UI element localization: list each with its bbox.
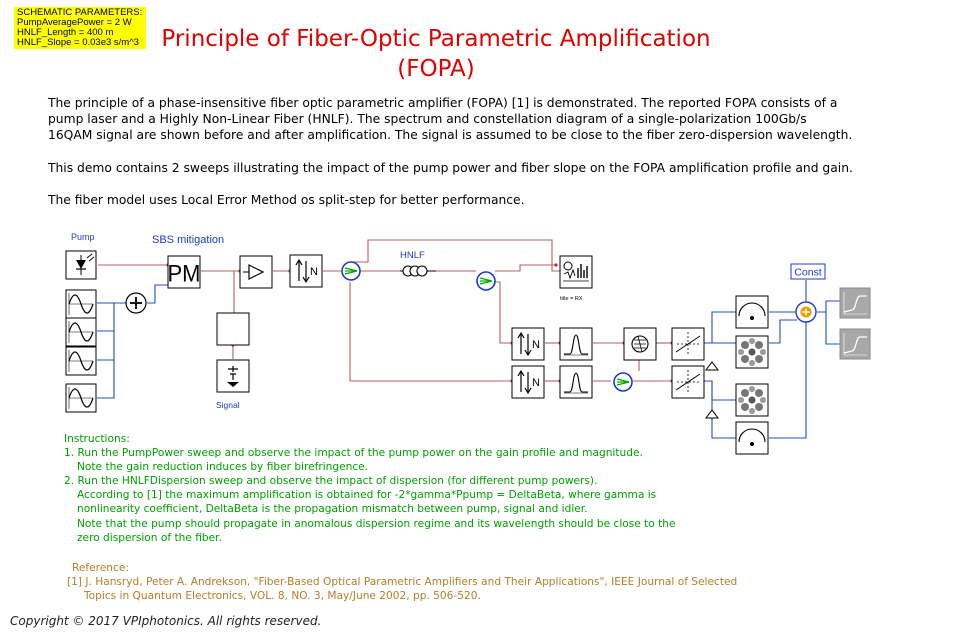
constellation-block-1[interactable] bbox=[735, 335, 769, 369]
eye-scope-1[interactable] bbox=[735, 295, 769, 329]
spectrum-analyzer-2[interactable] bbox=[559, 365, 593, 399]
optical-filter-3[interactable]: N bbox=[511, 365, 545, 399]
ground-triangle-1 bbox=[705, 361, 719, 371]
instructions-line: nonlinearity coefficient, DeltaBeta is t… bbox=[77, 503, 588, 516]
instructions-line: Note that the pump should propagate in a… bbox=[77, 517, 676, 530]
filter-n-text: N bbox=[532, 377, 540, 389]
reference-block: Reference: [1] J. Hansryd, Peter A. Andr… bbox=[67, 561, 737, 603]
description-line: The principle of a phase-insensitive fib… bbox=[48, 96, 838, 110]
pm-text: PM bbox=[168, 259, 201, 286]
description-line: pump laser and a Highly Non-Linear Fiber… bbox=[48, 112, 807, 126]
rf-adder[interactable] bbox=[125, 292, 147, 314]
signal-transmitter-block[interactable] bbox=[216, 359, 250, 393]
ground-triangle-2 bbox=[705, 409, 719, 419]
hnlf-fiber-block[interactable] bbox=[400, 265, 436, 277]
constellation-block-2[interactable] bbox=[735, 383, 769, 417]
spectrum-analyzer-1[interactable] bbox=[559, 327, 593, 361]
description-line: 16QAM signal are shown before and after … bbox=[48, 128, 853, 142]
description-paragraph-3: The fiber model uses Local Error Method … bbox=[48, 193, 525, 207]
reference-heading: Reference: bbox=[72, 562, 129, 574]
pump-label: Pump bbox=[71, 232, 95, 242]
phase-modulator-block[interactable]: PM bbox=[167, 255, 201, 289]
description-paragraph-1: The principle of a phase-insensitive fib… bbox=[48, 95, 852, 143]
coupler-1[interactable] bbox=[341, 261, 361, 281]
output-adder[interactable] bbox=[795, 301, 817, 323]
decision-block-2[interactable] bbox=[671, 365, 705, 399]
sbs-mitigation-label: SBS mitigation bbox=[152, 234, 224, 246]
copyright-notice: Copyright © 2017 VPIphotonics. All right… bbox=[10, 614, 322, 628]
gain-plot-1[interactable] bbox=[839, 287, 871, 319]
instructions-line: According to [1] the maximum amplificati… bbox=[77, 489, 657, 502]
coherent-receiver-block[interactable] bbox=[623, 327, 657, 361]
gain-plot-2[interactable] bbox=[839, 328, 871, 360]
title-line-1: Principle of Fiber-Optic Parametric Ampl… bbox=[161, 26, 711, 52]
scope-caption: title = RX bbox=[560, 296, 583, 302]
param-hnlf-slope: HNLF_Slope = 0.03e3 s/m^3 bbox=[17, 37, 139, 48]
reference-line: Topics in Quantum Electronics, VOL. 8, N… bbox=[84, 590, 481, 603]
instructions-line: 2. Run the HNLFDispersion sweep and obse… bbox=[64, 475, 598, 488]
instructions-line: Instructions: bbox=[64, 433, 130, 445]
description-paragraph-2: This demo contains 2 sweeps illustrating… bbox=[48, 161, 853, 175]
schematic-parameters-box[interactable]: SCHEMATIC PARAMETERS: PumpAveragePower =… bbox=[14, 7, 146, 49]
params-heading: SCHEMATIC PARAMETERS: bbox=[17, 7, 143, 18]
pump-laser-block[interactable] bbox=[65, 250, 97, 280]
rf-sine-source-2[interactable] bbox=[65, 317, 97, 347]
title-line-2: (FOPA) bbox=[397, 56, 475, 82]
optical-amplifier-block[interactable] bbox=[239, 255, 273, 289]
rf-sine-source-3[interactable] bbox=[65, 346, 97, 376]
instructions-line: 1. Run the PumpPower sweep and observe t… bbox=[64, 447, 643, 460]
rx-signal-analyzer-block[interactable] bbox=[559, 255, 593, 289]
const-text: Const bbox=[794, 267, 822, 279]
rf-sine-source-1[interactable] bbox=[65, 289, 97, 319]
filter-n-text: N bbox=[310, 266, 318, 278]
rf-sine-source-4[interactable] bbox=[65, 383, 97, 413]
signal-label: Signal bbox=[216, 400, 240, 410]
coupler-2[interactable] bbox=[476, 271, 496, 291]
instructions-block: Instructions: 1. Run the PumpPower sweep… bbox=[64, 432, 676, 545]
decision-block-1[interactable] bbox=[671, 327, 705, 361]
filter-n-text: N bbox=[532, 339, 540, 351]
param-hnlf-length: HNLF_Length = 400 m bbox=[17, 27, 114, 38]
instructions-line: zero dispersion of the fiber. bbox=[77, 531, 222, 544]
param-pump-power: PumpAveragePower = 2 W bbox=[17, 17, 132, 28]
signal-data-block[interactable] bbox=[216, 312, 250, 346]
reference-line: [1] J. Hansryd, Peter A. Andrekson, "Fib… bbox=[67, 576, 738, 589]
page-title: Principle of Fiber-Optic Parametric Ampl… bbox=[150, 24, 722, 84]
instructions-line: Note the gain reduction induces by fiber… bbox=[77, 461, 369, 474]
coupler-3[interactable] bbox=[613, 372, 633, 392]
hnlf-label: HNLF bbox=[400, 250, 425, 261]
optical-filter-2[interactable]: N bbox=[511, 327, 545, 361]
const-block[interactable]: Const bbox=[790, 263, 826, 280]
optical-filter-1[interactable]: N bbox=[289, 254, 323, 288]
eye-scope-2[interactable] bbox=[735, 421, 769, 455]
